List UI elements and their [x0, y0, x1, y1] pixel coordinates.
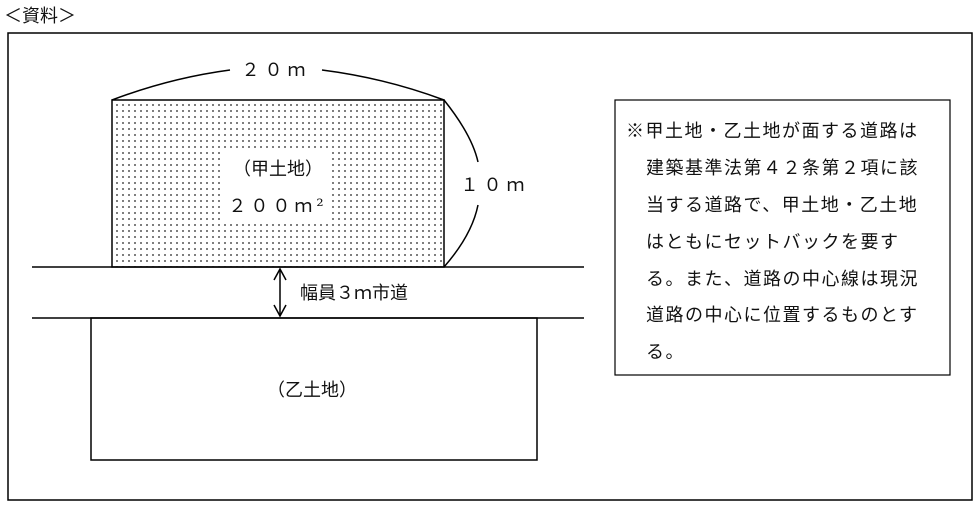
- note-box: [614, 99, 951, 376]
- note-line: ※甲土地・乙土地が面する道路は: [626, 121, 919, 142]
- width-label: ２０ｍ: [242, 60, 311, 81]
- lot-a-shape: [111, 99, 445, 268]
- depth-label: １０ｍ: [461, 175, 530, 196]
- lot-b-name: （乙土地）: [267, 380, 357, 401]
- road-label: 幅員３ｍ市道: [300, 283, 408, 304]
- lot-a-area: ２００ｍ²: [228, 196, 327, 217]
- lot-a-label-bg: [224, 150, 332, 220]
- outer-frame: [7, 32, 973, 501]
- depth-dimension-arc-top: [443, 99, 479, 163]
- note-line: る。: [646, 342, 685, 363]
- heading: ＜資料＞: [4, 6, 76, 27]
- note-line: る。また、道路の中心線は現況: [646, 269, 919, 290]
- note-line: 建築基準法第４２条第２項に該: [646, 158, 919, 179]
- note-line: はともにセットバックを要す: [646, 232, 900, 253]
- note-line: 道路の中心に位置するものとす: [646, 305, 918, 326]
- depth-dimension-arc-bottom: [443, 204, 479, 268]
- road-width-arrow-icon: [273, 267, 287, 318]
- width-dimension-arc-right: [321, 69, 445, 101]
- note-line: 当する道路で、甲土地・乙土地: [646, 195, 918, 216]
- width-dimension-arc-left: [111, 69, 231, 101]
- lot-a-name: （甲土地）: [233, 159, 323, 180]
- lot-b-shape: [90, 317, 538, 461]
